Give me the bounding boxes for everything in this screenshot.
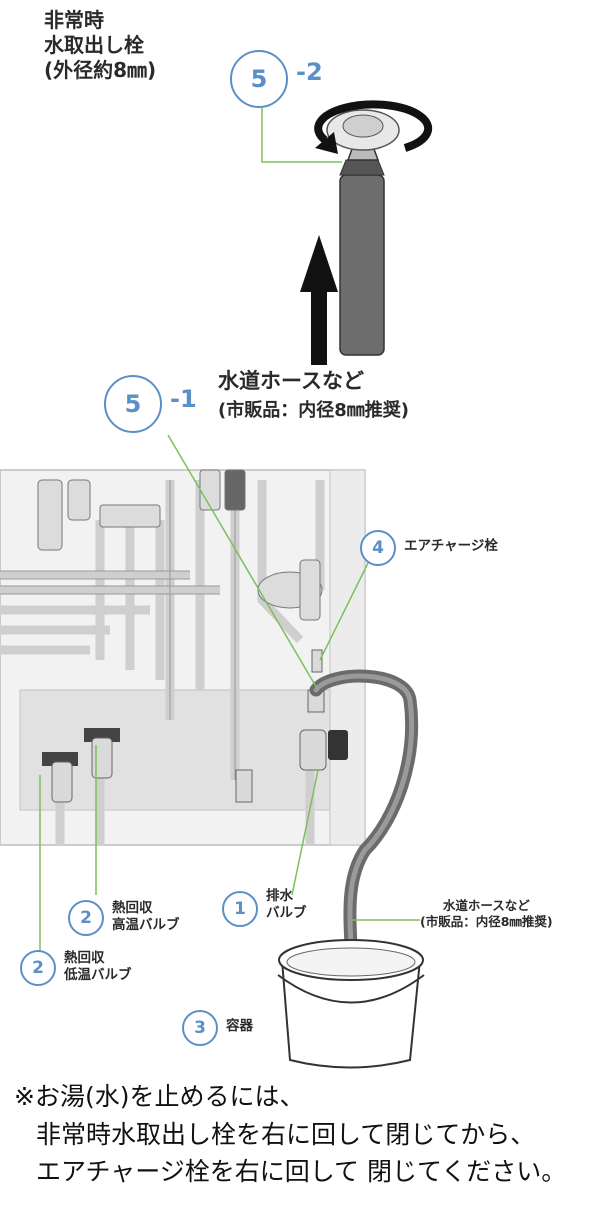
step-badge-5-top-suffix: -2: [296, 58, 323, 86]
note-line-2: 非常時水取出し栓を右に回して閉じてから、: [36, 1119, 536, 1149]
step-badge-4: 4: [360, 530, 396, 566]
water-heater-unit: [0, 469, 366, 846]
note-line-1: ※お湯(水)を止めるには、: [14, 1082, 305, 1111]
hose-top-title: 水道ホースなど: [218, 369, 364, 393]
note-line-3: エアチャージ栓を右に回して 閉じてください。: [36, 1157, 567, 1186]
step-badge-3: 3: [182, 1010, 218, 1046]
container-label: 容器: [226, 1018, 253, 1034]
drain-valve-label: 排水 バルブ: [266, 888, 307, 921]
step-badge-5-mid-suffix: -1: [170, 385, 197, 413]
bucket-illustration: [277, 939, 425, 1069]
heat-recovery-valves: [42, 728, 253, 803]
rotate-arrow-icon: [314, 100, 433, 152]
emergency-tap-illustration: [314, 100, 433, 356]
hose-top-sub: (市販品：内径8㎜推奨): [218, 400, 409, 421]
step-badge-5-mid: 5: [104, 375, 162, 433]
step-badge-5-top: 5: [230, 50, 288, 108]
hose-bottom-label: 水道ホースなど (市販品：内径8㎜推奨): [420, 898, 553, 929]
step-badge-1: 1: [222, 891, 258, 927]
heat-high-label: 熱回収 高温バルブ: [112, 900, 180, 933]
heat-low-label: 熱回収 低温バルブ: [64, 950, 132, 983]
step-badge-2-high: 2: [68, 900, 104, 936]
air-charge-label: エアチャージ栓: [404, 538, 498, 554]
up-arrow-icon: [300, 235, 338, 365]
step-badge-2-low: 2: [20, 950, 56, 986]
drain-valve-illustration: [299, 649, 348, 771]
instruction-note: ※お湯(水)を止めるには、 非常時水取出し栓を右に回して閉じてから、 エアチャー…: [14, 1078, 594, 1191]
emergency-tap-label: 非常時 水取出し栓 (外径約8㎜): [44, 8, 157, 82]
